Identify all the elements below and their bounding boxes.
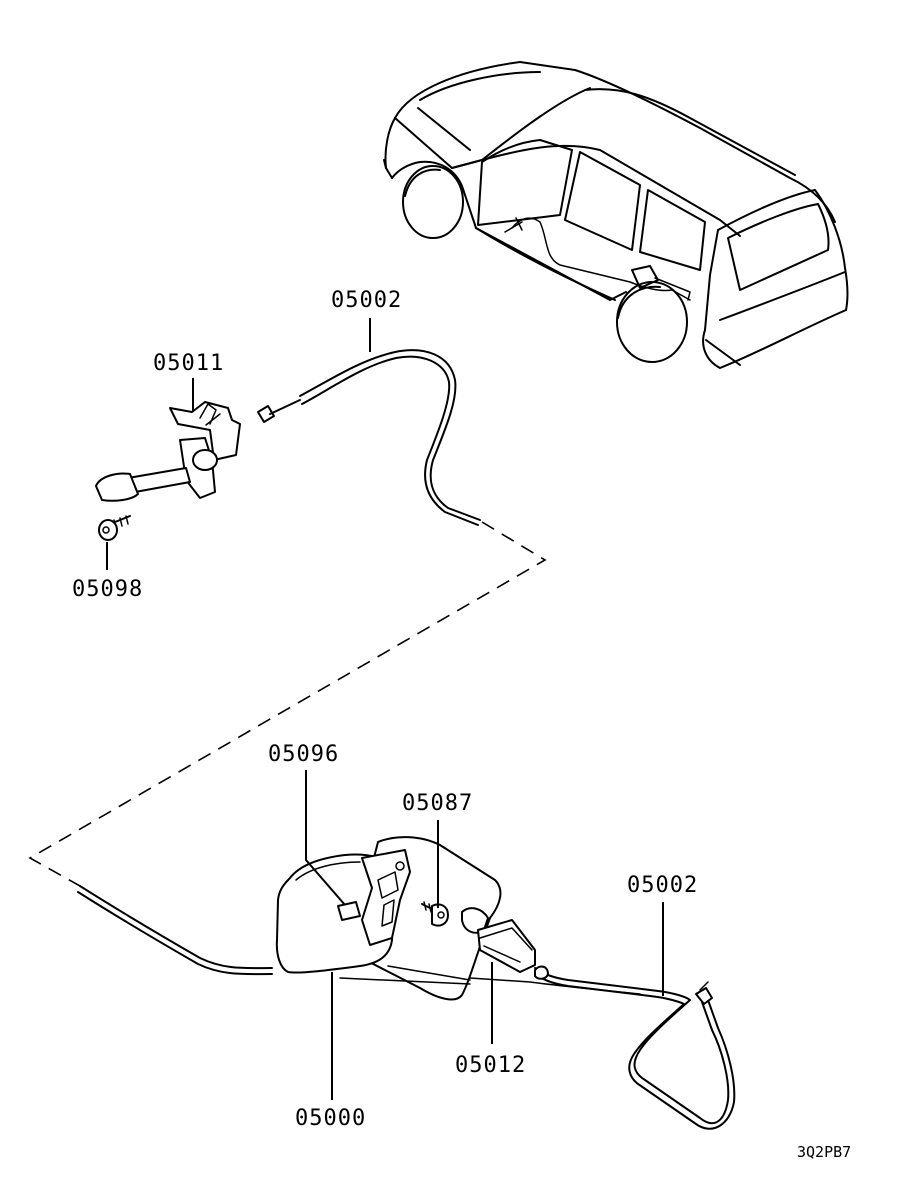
- label-05002-lower: 05002: [627, 873, 698, 898]
- vehicle-outline: [383, 61, 849, 369]
- label-05002-upper: 05002: [331, 288, 402, 313]
- fuel-lid-lock-actuator: [461, 907, 536, 973]
- label-05087: 05087: [402, 791, 473, 816]
- fuel-lid-cable-upper: [257, 349, 481, 526]
- opener-lever-bolt: [98, 515, 131, 541]
- label-05098: 05098: [72, 577, 143, 602]
- label-05000: 05000: [295, 1106, 366, 1131]
- fuel-lid-striker: [337, 901, 361, 921]
- fuel-lid-cable-left-run: [77, 885, 273, 976]
- leader-lines: [106, 318, 664, 1100]
- cable-connection-dashed: [28, 521, 547, 887]
- diagram-code: 3Q2PB7: [797, 1143, 851, 1161]
- fuel-lid-screw: [421, 901, 449, 927]
- label-05096: 05096: [268, 742, 339, 767]
- fuel-lid-opener-lever: [95, 401, 241, 502]
- fuel-lid-cable-lower: [469, 965, 736, 1130]
- label-05011: 05011: [153, 351, 224, 376]
- fuel-lid-panel: [275, 836, 502, 1001]
- label-05012: 05012: [455, 1053, 526, 1078]
